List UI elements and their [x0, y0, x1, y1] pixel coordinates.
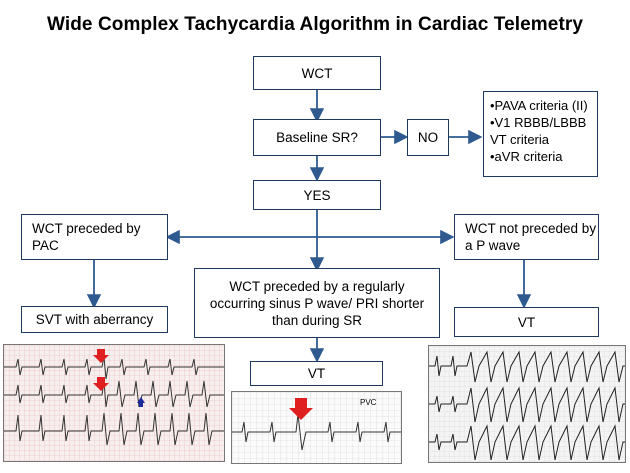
vt-right-node: VT: [454, 307, 599, 337]
page-title: Wide Complex Tachycardia Algorithm in Ca…: [46, 14, 584, 35]
wct-regular-sinus-node: WCT preceded by a regularly occurring si…: [194, 268, 440, 338]
criteria-item: •PAVA criteria (II): [490, 98, 588, 113]
svt-aberrancy-node: SVT with aberrancy: [21, 306, 168, 333]
blue-arrow-icon: [137, 397, 145, 407]
ecg-strip-right: [428, 345, 626, 463]
criteria-item: •V1 RBBB/LBBB VT criteria: [490, 115, 587, 147]
yes-node: YES: [253, 180, 381, 210]
red-arrow-icon: [93, 377, 109, 391]
pvc-label: PVC: [360, 398, 377, 407]
criteria-item: •aVR criteria: [490, 149, 563, 164]
wct-preceded-pac-node: WCT preceded by PAC: [21, 214, 168, 260]
vt-center-node: VT: [250, 361, 383, 386]
ecg-strip-center: PVC: [231, 391, 402, 464]
ecg-strip-left: [3, 344, 225, 462]
wct-node: WCT: [253, 56, 381, 90]
no-node: NO: [407, 119, 449, 156]
red-arrow-icon: [289, 398, 313, 420]
baseline-sr-node: Baseline SR?: [253, 119, 381, 156]
criteria-box: •PAVA criteria (II) •V1 RBBB/LBBB VT cri…: [483, 91, 598, 177]
wct-not-preceded-node: WCT not preceded by a P wave: [454, 214, 599, 260]
red-arrow-icon: [93, 349, 109, 363]
